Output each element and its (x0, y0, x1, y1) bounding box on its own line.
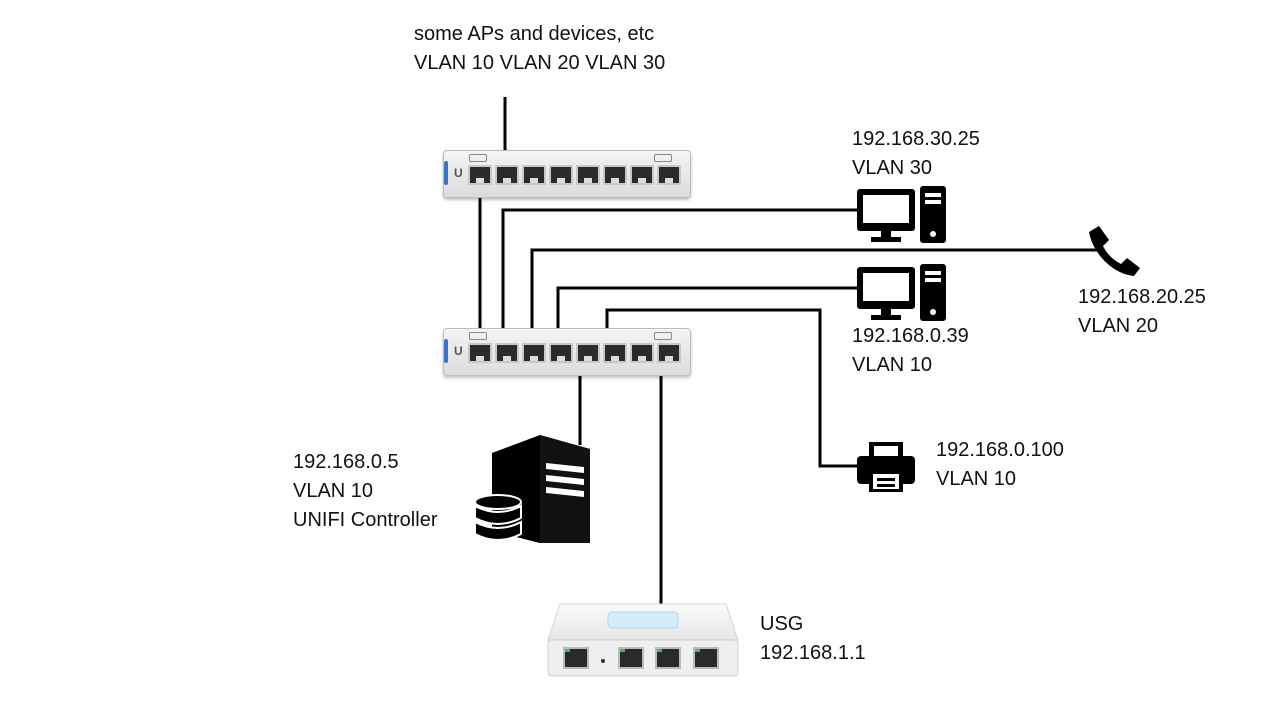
top-devices-label: some APs and devices, etc VLAN 10 VLAN 2… (414, 20, 665, 78)
usg-name: USG (760, 613, 804, 635)
switch-top-port-4 (549, 165, 573, 185)
wire-pc-vlan10 (556, 286, 858, 345)
wire-pc-vlan30 (501, 208, 858, 345)
server-icon (492, 435, 590, 543)
switch-bottom: U (443, 328, 691, 376)
switch-bottom-port-8 (657, 343, 681, 363)
switch-bottom-port-1 (468, 343, 492, 363)
switch-top-port-5 (576, 165, 600, 185)
switch-bottom-port-7 (630, 343, 654, 363)
phone-icon (1089, 226, 1140, 276)
phone-vlan: VLAN 20 (1078, 315, 1159, 337)
top-label-line1: some APs and devices, etc (414, 23, 655, 45)
switch-top-port-1 (468, 165, 492, 185)
switch-bottom-port-6 (603, 343, 627, 363)
switch-bottom-port-4 (549, 343, 573, 363)
printer-vlan: VLAN 10 (936, 468, 1017, 490)
pc-vlan30-ip: 192.168.30.25 (852, 128, 980, 150)
usg-label: USG 192.168.1.1 (760, 610, 866, 668)
server-ip: 192.168.0.5 (293, 451, 399, 473)
switch-top-port-7 (630, 165, 654, 185)
server-role: UNIFI Controller (293, 509, 438, 531)
pc-vlan10-vlan: VLAN 10 (852, 354, 933, 376)
wire-printer (605, 308, 858, 468)
top-label-line2: VLAN 10 VLAN 20 VLAN 30 (414, 52, 666, 74)
phone-label: 192.168.20.25 VLAN 20 (1078, 283, 1206, 341)
switch-top-port-2 (495, 165, 519, 185)
phone-ip: 192.168.20.25 (1078, 286, 1206, 308)
wire-phone-vlan20 (530, 248, 1100, 345)
switch-top-port-3 (522, 165, 546, 185)
router-icon (547, 603, 739, 677)
printer-ip: 192.168.0.100 (936, 439, 1064, 461)
server-label: 192.168.0.5 VLAN 10 UNIFI Controller (293, 448, 437, 535)
printer-label: 192.168.0.100 VLAN 10 (936, 436, 1064, 494)
pc-vlan30-vlan: VLAN 30 (852, 157, 933, 179)
switch-top-port-6 (603, 165, 627, 185)
switch-top-port-8 (657, 165, 681, 185)
switch-bottom-port-2 (495, 343, 519, 363)
switch-bottom-port-3 (522, 343, 546, 363)
unifi-logo-icon: U (454, 344, 463, 358)
unifi-logo-icon: U (454, 166, 463, 180)
switch-bottom-port-5 (576, 343, 600, 363)
pc-vlan10-ip: 192.168.0.39 (852, 325, 969, 347)
server-vlan: VLAN 10 (293, 480, 374, 502)
pc-vlan10-label: 192.168.0.39 VLAN 10 (852, 322, 969, 380)
pc-vlan30-label: 192.168.30.25 VLAN 30 (852, 125, 980, 183)
database-icon (474, 494, 522, 541)
computer-icon (857, 186, 946, 243)
switch-top: U (443, 150, 691, 198)
computer-icon (857, 264, 946, 321)
usg-ip: 192.168.1.1 (760, 642, 866, 664)
printer-icon (857, 442, 915, 492)
